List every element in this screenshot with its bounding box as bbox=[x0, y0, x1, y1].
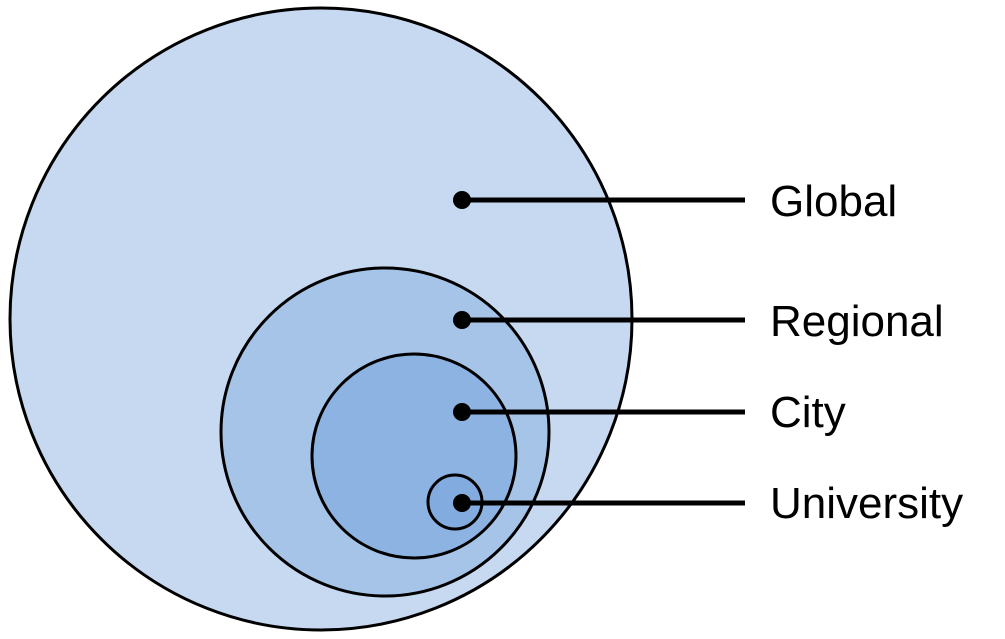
leader-city bbox=[453, 403, 745, 421]
leader-global bbox=[453, 191, 745, 209]
label-global: Global bbox=[770, 177, 898, 226]
leader-university bbox=[453, 494, 745, 512]
label-university: University bbox=[770, 479, 964, 528]
leader-regional bbox=[453, 311, 745, 329]
city-circle bbox=[310, 352, 518, 560]
label-city: City bbox=[770, 388, 846, 437]
label-regional: Regional bbox=[770, 297, 944, 346]
